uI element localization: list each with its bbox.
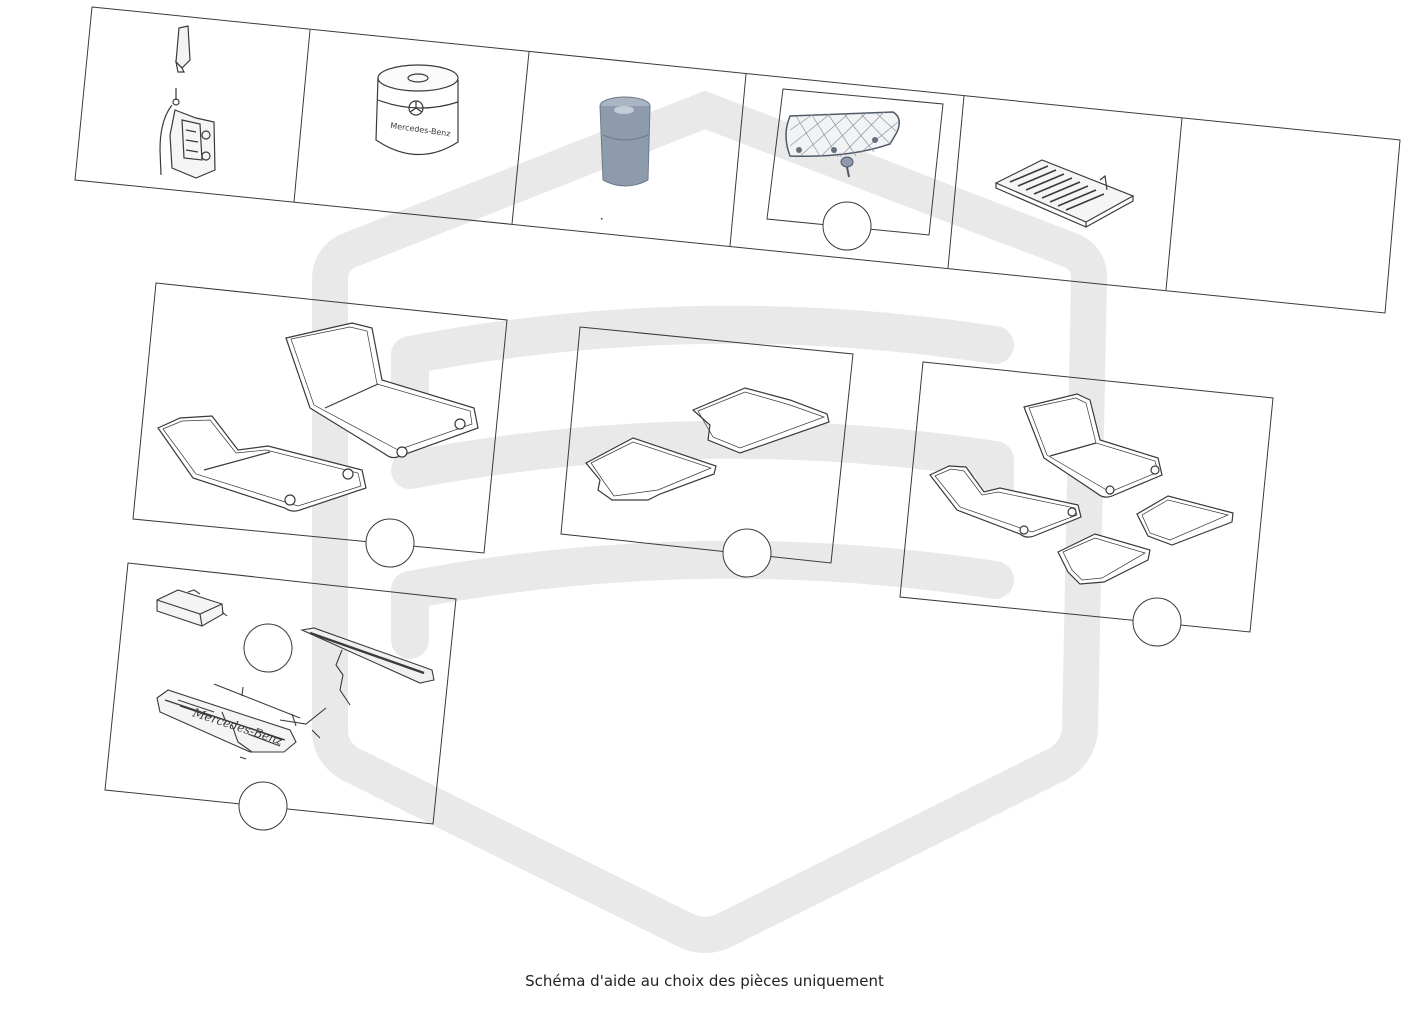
part-cell-door-lock[interactable] xyxy=(159,25,216,179)
full-mat-set-image xyxy=(929,393,1234,585)
part-cell-luggage-net[interactable] xyxy=(766,88,944,251)
part-cell-rubber-tray[interactable] xyxy=(994,159,1135,228)
position-marker-circle[interactable] xyxy=(243,623,293,673)
position-marker-circle[interactable] xyxy=(722,528,772,578)
position-marker-circle[interactable] xyxy=(238,781,288,831)
position-marker-circle[interactable] xyxy=(365,518,415,568)
top-strip-frame xyxy=(74,6,1401,314)
watermark-logo xyxy=(312,90,1107,953)
front-mats-a-image xyxy=(157,322,479,512)
part-panel-full-mat-set[interactable] xyxy=(899,361,1274,647)
diagram-caption: Schéma d'aide au choix des pièces unique… xyxy=(525,972,884,990)
position-marker-circle[interactable] xyxy=(822,201,872,251)
top-cell-hit-3[interactable] xyxy=(512,52,746,246)
rubber-tray-image xyxy=(994,159,1135,228)
part-panel-front-mats-b[interactable] xyxy=(560,326,854,578)
door-lock-actuator-image xyxy=(159,25,216,179)
top-cell-hit-5[interactable] xyxy=(948,96,1182,290)
top-cell-hit-2[interactable] xyxy=(294,30,529,224)
top-cell-hit-1[interactable] xyxy=(75,7,310,202)
top-cell-hit-6[interactable] xyxy=(1166,118,1400,313)
position-marker-circle[interactable] xyxy=(1132,597,1182,647)
ashtray-image xyxy=(599,96,651,220)
part-panel-front-mats-a[interactable] xyxy=(132,282,508,568)
part-cell-ashtray[interactable] xyxy=(599,96,651,220)
part-panel-illuminated-sill[interactable]: Mercedes-Benz xyxy=(104,562,457,831)
luggage-net-image xyxy=(785,111,900,178)
top-parts-strip xyxy=(74,6,1401,314)
front-mats-b-image xyxy=(585,387,830,501)
